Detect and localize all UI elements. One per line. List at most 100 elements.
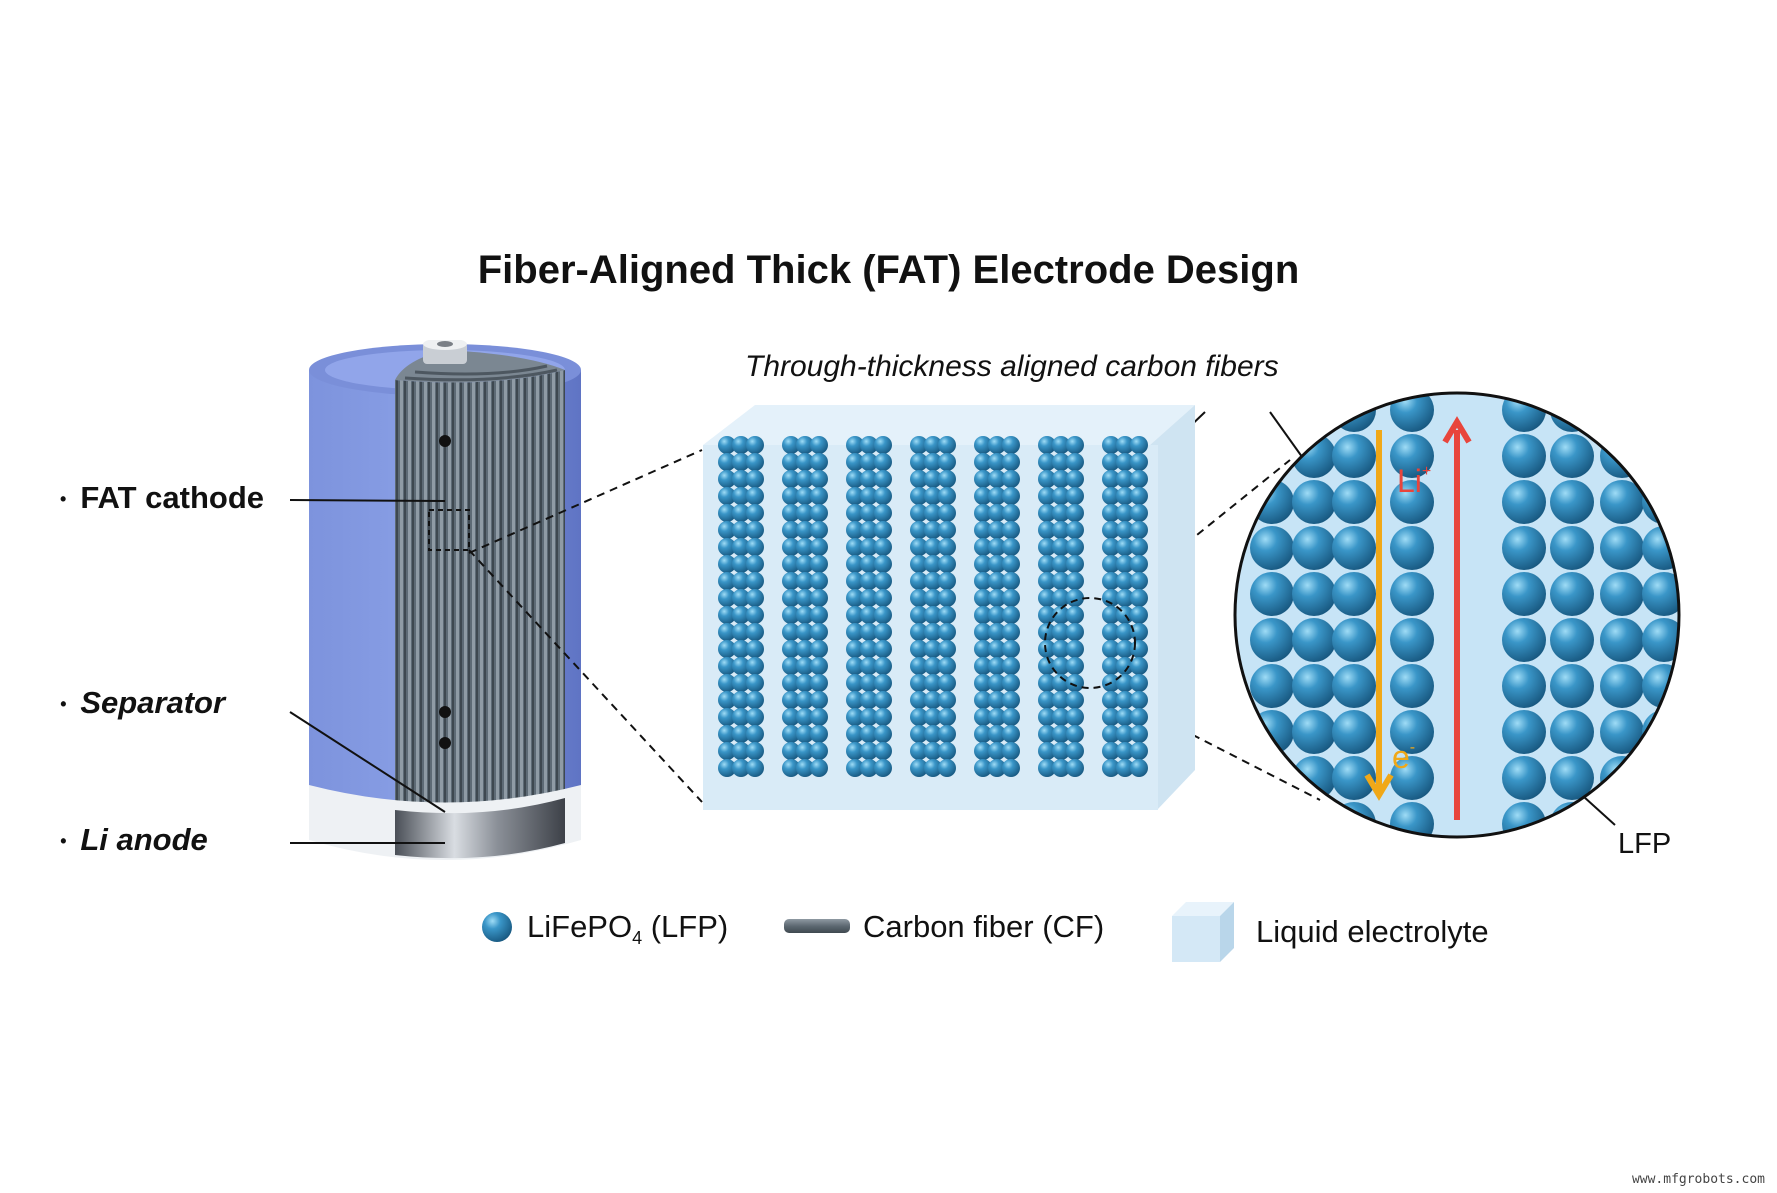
lfp-sphere — [782, 691, 800, 709]
lfp-sphere — [924, 470, 942, 488]
lfp-sphere — [938, 436, 956, 454]
lfp-sphere — [924, 538, 942, 556]
lfp-sphere — [924, 742, 942, 760]
lfp-sphere — [1066, 521, 1084, 539]
lfp-sphere — [846, 487, 864, 505]
lfp-sphere — [1102, 470, 1120, 488]
lfp-sphere — [796, 453, 814, 471]
lfp-sphere — [910, 640, 928, 658]
lfp-sphere — [1390, 710, 1434, 754]
lfp-sphere — [910, 521, 928, 539]
lfp-sphere — [1002, 623, 1020, 641]
lfp-sphere — [1052, 487, 1070, 505]
lfp-sphere — [860, 623, 878, 641]
lfp-sphere — [796, 640, 814, 658]
diagram-title: Fiber-Aligned Thick (FAT) Electrode Desi… — [477, 248, 1300, 292]
lfp-sphere — [1038, 691, 1056, 709]
lfp-sphere — [974, 487, 992, 505]
lfp-sphere — [1052, 657, 1070, 675]
lfp-sphere — [1390, 664, 1434, 708]
lfp-sphere — [910, 725, 928, 743]
lfp-sphere — [924, 572, 942, 590]
lfp-sphere — [746, 691, 764, 709]
lfp-sphere — [874, 691, 892, 709]
lfp-sphere — [1066, 572, 1084, 590]
lfp-sphere — [1102, 708, 1120, 726]
lfp-sphere — [796, 725, 814, 743]
lfp-sphere — [1642, 393, 1679, 432]
lfp-sphere — [910, 453, 928, 471]
callout-separator: •Separator — [60, 685, 226, 720]
lfp-sphere — [1002, 691, 1020, 709]
lfp-sphere — [1052, 691, 1070, 709]
lfp-sphere — [1292, 480, 1336, 524]
lfp-sphere — [1550, 480, 1594, 524]
lfp-sphere — [910, 572, 928, 590]
lfp-sphere — [1600, 480, 1644, 524]
lfp-sphere — [1038, 708, 1056, 726]
lfp-sphere — [874, 453, 892, 471]
lfp-sphere — [1066, 742, 1084, 760]
lfp-sphere — [810, 487, 828, 505]
lfp-sphere — [810, 742, 828, 760]
lfp-sphere — [782, 708, 800, 726]
lfp-sphere — [874, 725, 892, 743]
lfp-sphere — [1130, 674, 1148, 692]
lfp-sphere — [1038, 487, 1056, 505]
lfp-sphere — [938, 759, 956, 777]
lfp-sphere — [718, 725, 736, 743]
lfp-sphere — [1600, 664, 1644, 708]
lfp-sphere — [1250, 393, 1294, 432]
lfp-sphere — [746, 725, 764, 743]
lfp-sphere — [874, 742, 892, 760]
lfp-sphere — [1066, 708, 1084, 726]
lfp-sphere — [910, 759, 928, 777]
lfp-sphere — [974, 640, 992, 658]
lfp-sphere — [1038, 657, 1056, 675]
lfp-sphere — [1130, 742, 1148, 760]
lfp-sphere — [910, 742, 928, 760]
lfp-sphere — [910, 674, 928, 692]
lfp-sphere — [1130, 538, 1148, 556]
lfp-sphere — [846, 708, 864, 726]
lfp-sphere — [938, 674, 956, 692]
lfp-sphere — [874, 640, 892, 658]
lfp-sphere — [860, 538, 878, 556]
lfp-sphere — [1600, 618, 1644, 662]
lfp-sphere — [1052, 436, 1070, 454]
lfp-sphere — [810, 674, 828, 692]
lfp-sphere — [974, 674, 992, 692]
lfp-sphere — [1130, 436, 1148, 454]
lfp-sphere — [1066, 691, 1084, 709]
lfp-sphere — [796, 589, 814, 607]
lfp-sphere — [1250, 618, 1294, 662]
bullet-icon: • — [60, 831, 67, 852]
lfp-sphere — [1332, 618, 1376, 662]
lfp-sphere — [782, 657, 800, 675]
lfp-sphere — [718, 436, 736, 454]
li-ion-arrow-head — [1442, 416, 1472, 444]
lfp-sphere — [782, 572, 800, 590]
lfp-sphere — [746, 708, 764, 726]
lfp-sphere — [860, 487, 878, 505]
lfp-sphere — [860, 504, 878, 522]
lfp-sphere — [810, 538, 828, 556]
lfp-sphere — [718, 657, 736, 675]
lfp-sphere — [1502, 756, 1546, 800]
lfp-sphere — [782, 589, 800, 607]
electron-label: e- — [1392, 739, 1415, 775]
lfp-sphere — [1642, 572, 1679, 616]
lfp-sphere — [1116, 691, 1134, 709]
lfp-sphere — [846, 504, 864, 522]
lfp-sphere — [1066, 657, 1084, 675]
lfp-sphere — [1292, 756, 1336, 800]
lfp-sphere — [1292, 802, 1336, 837]
lfp-sphere — [1102, 691, 1120, 709]
lfp-sphere — [1002, 470, 1020, 488]
lfp-sphere — [782, 640, 800, 658]
lfp-sphere — [1292, 393, 1336, 432]
lfp-sphere — [1292, 710, 1336, 754]
lfp-sphere — [782, 674, 800, 692]
lfp-sphere — [796, 504, 814, 522]
lfp-sphere — [1600, 434, 1644, 478]
